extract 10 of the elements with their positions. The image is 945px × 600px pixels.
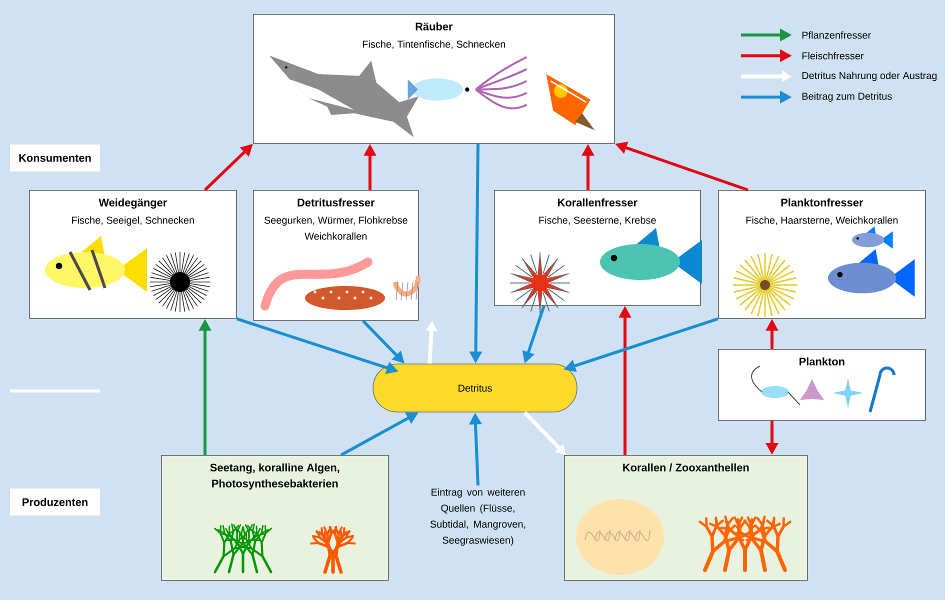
legend-text: Beitrag zum Detritus <box>802 92 892 102</box>
legend-text: Pflanzenfresser <box>802 31 871 39</box>
legend-text: Fleischfresser <box>802 52 864 60</box>
producer-box: Seetang, koralline Algen, Photosynthesebakterien <box>161 455 389 581</box>
legend-text: Detritus Nahrung oder Austrag <box>802 72 937 82</box>
section-label: Produzenten <box>10 488 100 516</box>
section-label: Konsumenten <box>10 144 100 172</box>
plankton-box: Plankton <box>718 349 926 421</box>
detritus-pill: Detritus <box>372 364 578 412</box>
source-note: Eintrag von weiteren Quellen (Flüsse, Subtidal, Mangroven, Seegraswiesen) <box>430 488 526 546</box>
